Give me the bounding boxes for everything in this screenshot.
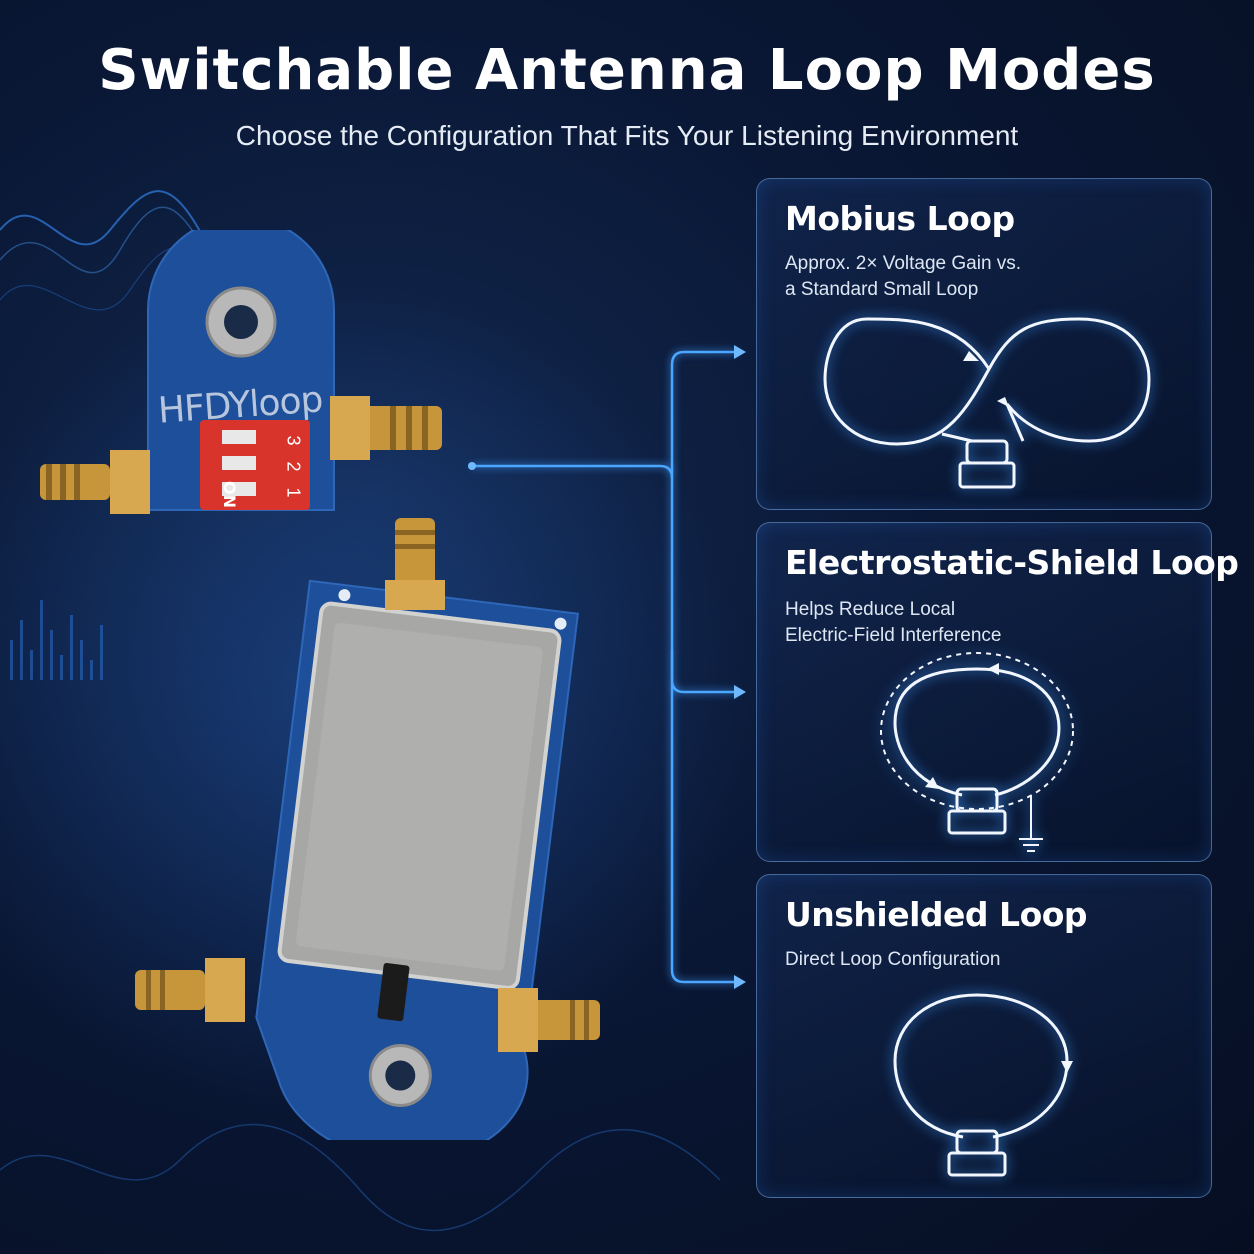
dip-on-label: ON bbox=[220, 481, 239, 508]
mode-description-line: Direct Loop Configuration bbox=[785, 949, 1001, 970]
mode-description-line: Helps Reduce Local bbox=[785, 599, 956, 620]
mode-card-mobius: Mobius Loop Approx. 2× Voltage Gain vs. … bbox=[756, 178, 1212, 510]
mode-description: Helps Reduce Local Electric-Field Interf… bbox=[785, 597, 1185, 649]
dip-position-2: 2 bbox=[283, 461, 304, 472]
sma-connector-top bbox=[385, 518, 445, 610]
mode-title: Electrostatic-Shield Loop bbox=[785, 543, 1239, 582]
dip-position-3: 3 bbox=[283, 435, 304, 446]
mode-title: Unshielded Loop bbox=[785, 895, 1088, 934]
mode-title: Mobius Loop bbox=[785, 199, 1015, 238]
spectrum-bars bbox=[10, 600, 103, 680]
dip-switch[interactable] bbox=[200, 420, 310, 510]
amplifier-board bbox=[135, 518, 600, 1140]
open-loop-icon bbox=[893, 993, 1073, 1177]
dip-position-1: 1 bbox=[283, 487, 304, 498]
switch-board bbox=[40, 230, 442, 514]
sma-connector-right bbox=[330, 396, 442, 460]
mode-description-line: Approx. 2× Voltage Gain vs. bbox=[785, 253, 1022, 274]
shielded-loop-icon bbox=[880, 652, 1074, 852]
mode-description: Approx. 2× Voltage Gain vs. a Standard S… bbox=[785, 251, 1185, 303]
sma-connector-bottom-right bbox=[498, 988, 600, 1052]
page-subtitle: Choose the Configuration That Fits Your … bbox=[235, 120, 1019, 151]
sma-connector-left bbox=[40, 450, 150, 514]
mode-description-line: a Standard Small Loop bbox=[785, 279, 979, 300]
mode-card-electrostatic-shield: Electrostatic-Shield Loop Helps Reduce L… bbox=[756, 522, 1239, 862]
mode-description: Direct Loop Configuration bbox=[785, 947, 1185, 973]
sma-connector-bottom-left bbox=[135, 958, 245, 1022]
figure-eight-loop-icon bbox=[823, 317, 1151, 489]
mode-card-unshielded: Unshielded Loop Direct Loop Configuratio… bbox=[756, 874, 1212, 1198]
mode-description-line: Electric-Field Interference bbox=[785, 625, 1002, 646]
page-title: Switchable Antenna Loop Modes bbox=[98, 38, 1156, 103]
